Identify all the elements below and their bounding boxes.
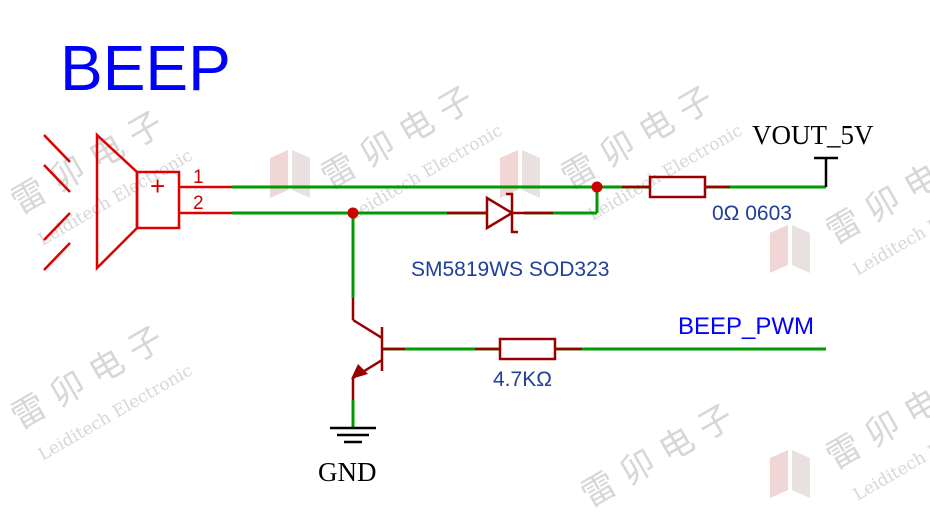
watermark-cn-text: 雷 卯 电 子: [575, 397, 741, 516]
junction-dot-vout: [591, 181, 603, 193]
buzzer-pin-1-number: 1: [193, 167, 204, 188]
sound-wave-line: [43, 242, 71, 271]
resistor-r2: 4.7KΩ: [475, 337, 582, 391]
diagram-title: BEEP: [60, 32, 231, 104]
resistor-r2-value: 4.7KΩ: [493, 368, 552, 391]
watermark-logo-3: [770, 225, 810, 273]
schottky-diode: SM5819WS SOD323: [411, 192, 609, 281]
sound-wave-line: [43, 164, 71, 193]
vout-power-symbol: VOUT_5V: [752, 120, 874, 187]
diode-triangle: [485, 195, 515, 231]
buzzer-body: [135, 170, 181, 230]
diode-label: SM5819WS SOD323: [411, 258, 609, 281]
resistor-r2-body: [498, 337, 557, 361]
wires: [232, 185, 826, 428]
resistor-r1: 0Ω 0603: [622, 175, 792, 225]
buzzer-pin-2-number: 2: [193, 193, 204, 214]
buzzer-plus-sign: +: [150, 171, 165, 201]
watermark-logo-1: [270, 150, 310, 198]
sound-wave-line: [43, 134, 71, 163]
watermark-logo-4: [770, 450, 810, 498]
watermark-6: 雷 卯 电 子 Leiditech Electronic: [820, 359, 930, 505]
watermark-4: 雷 卯 电 子 Leiditech Electronic: [820, 134, 930, 280]
buzzer-symbol: + 1 2: [43, 132, 232, 272]
transistor-emitter-arrow: [351, 364, 368, 379]
vout-net-label: VOUT_5V: [752, 120, 874, 150]
watermark-logo-2: [500, 150, 540, 198]
watermark-7: 雷 卯 电 子: [575, 397, 741, 516]
gnd-net-label: GND: [318, 457, 377, 487]
sound-wave-line: [43, 212, 71, 241]
watermark-1: 雷 卯 电 子 Leiditech Electronic: [315, 79, 507, 225]
ground-symbol: GND: [318, 426, 377, 487]
resistor-r1-value: 0Ω 0603: [712, 202, 792, 225]
transistor-collector: [352, 318, 383, 340]
beep-pwm-net-label: BEEP_PWM: [678, 313, 814, 340]
npn-transistor: [351, 298, 405, 400]
junction-dot-collector: [347, 207, 359, 219]
watermark-5: 雷 卯 电 子 Leiditech Electronic: [5, 319, 197, 465]
